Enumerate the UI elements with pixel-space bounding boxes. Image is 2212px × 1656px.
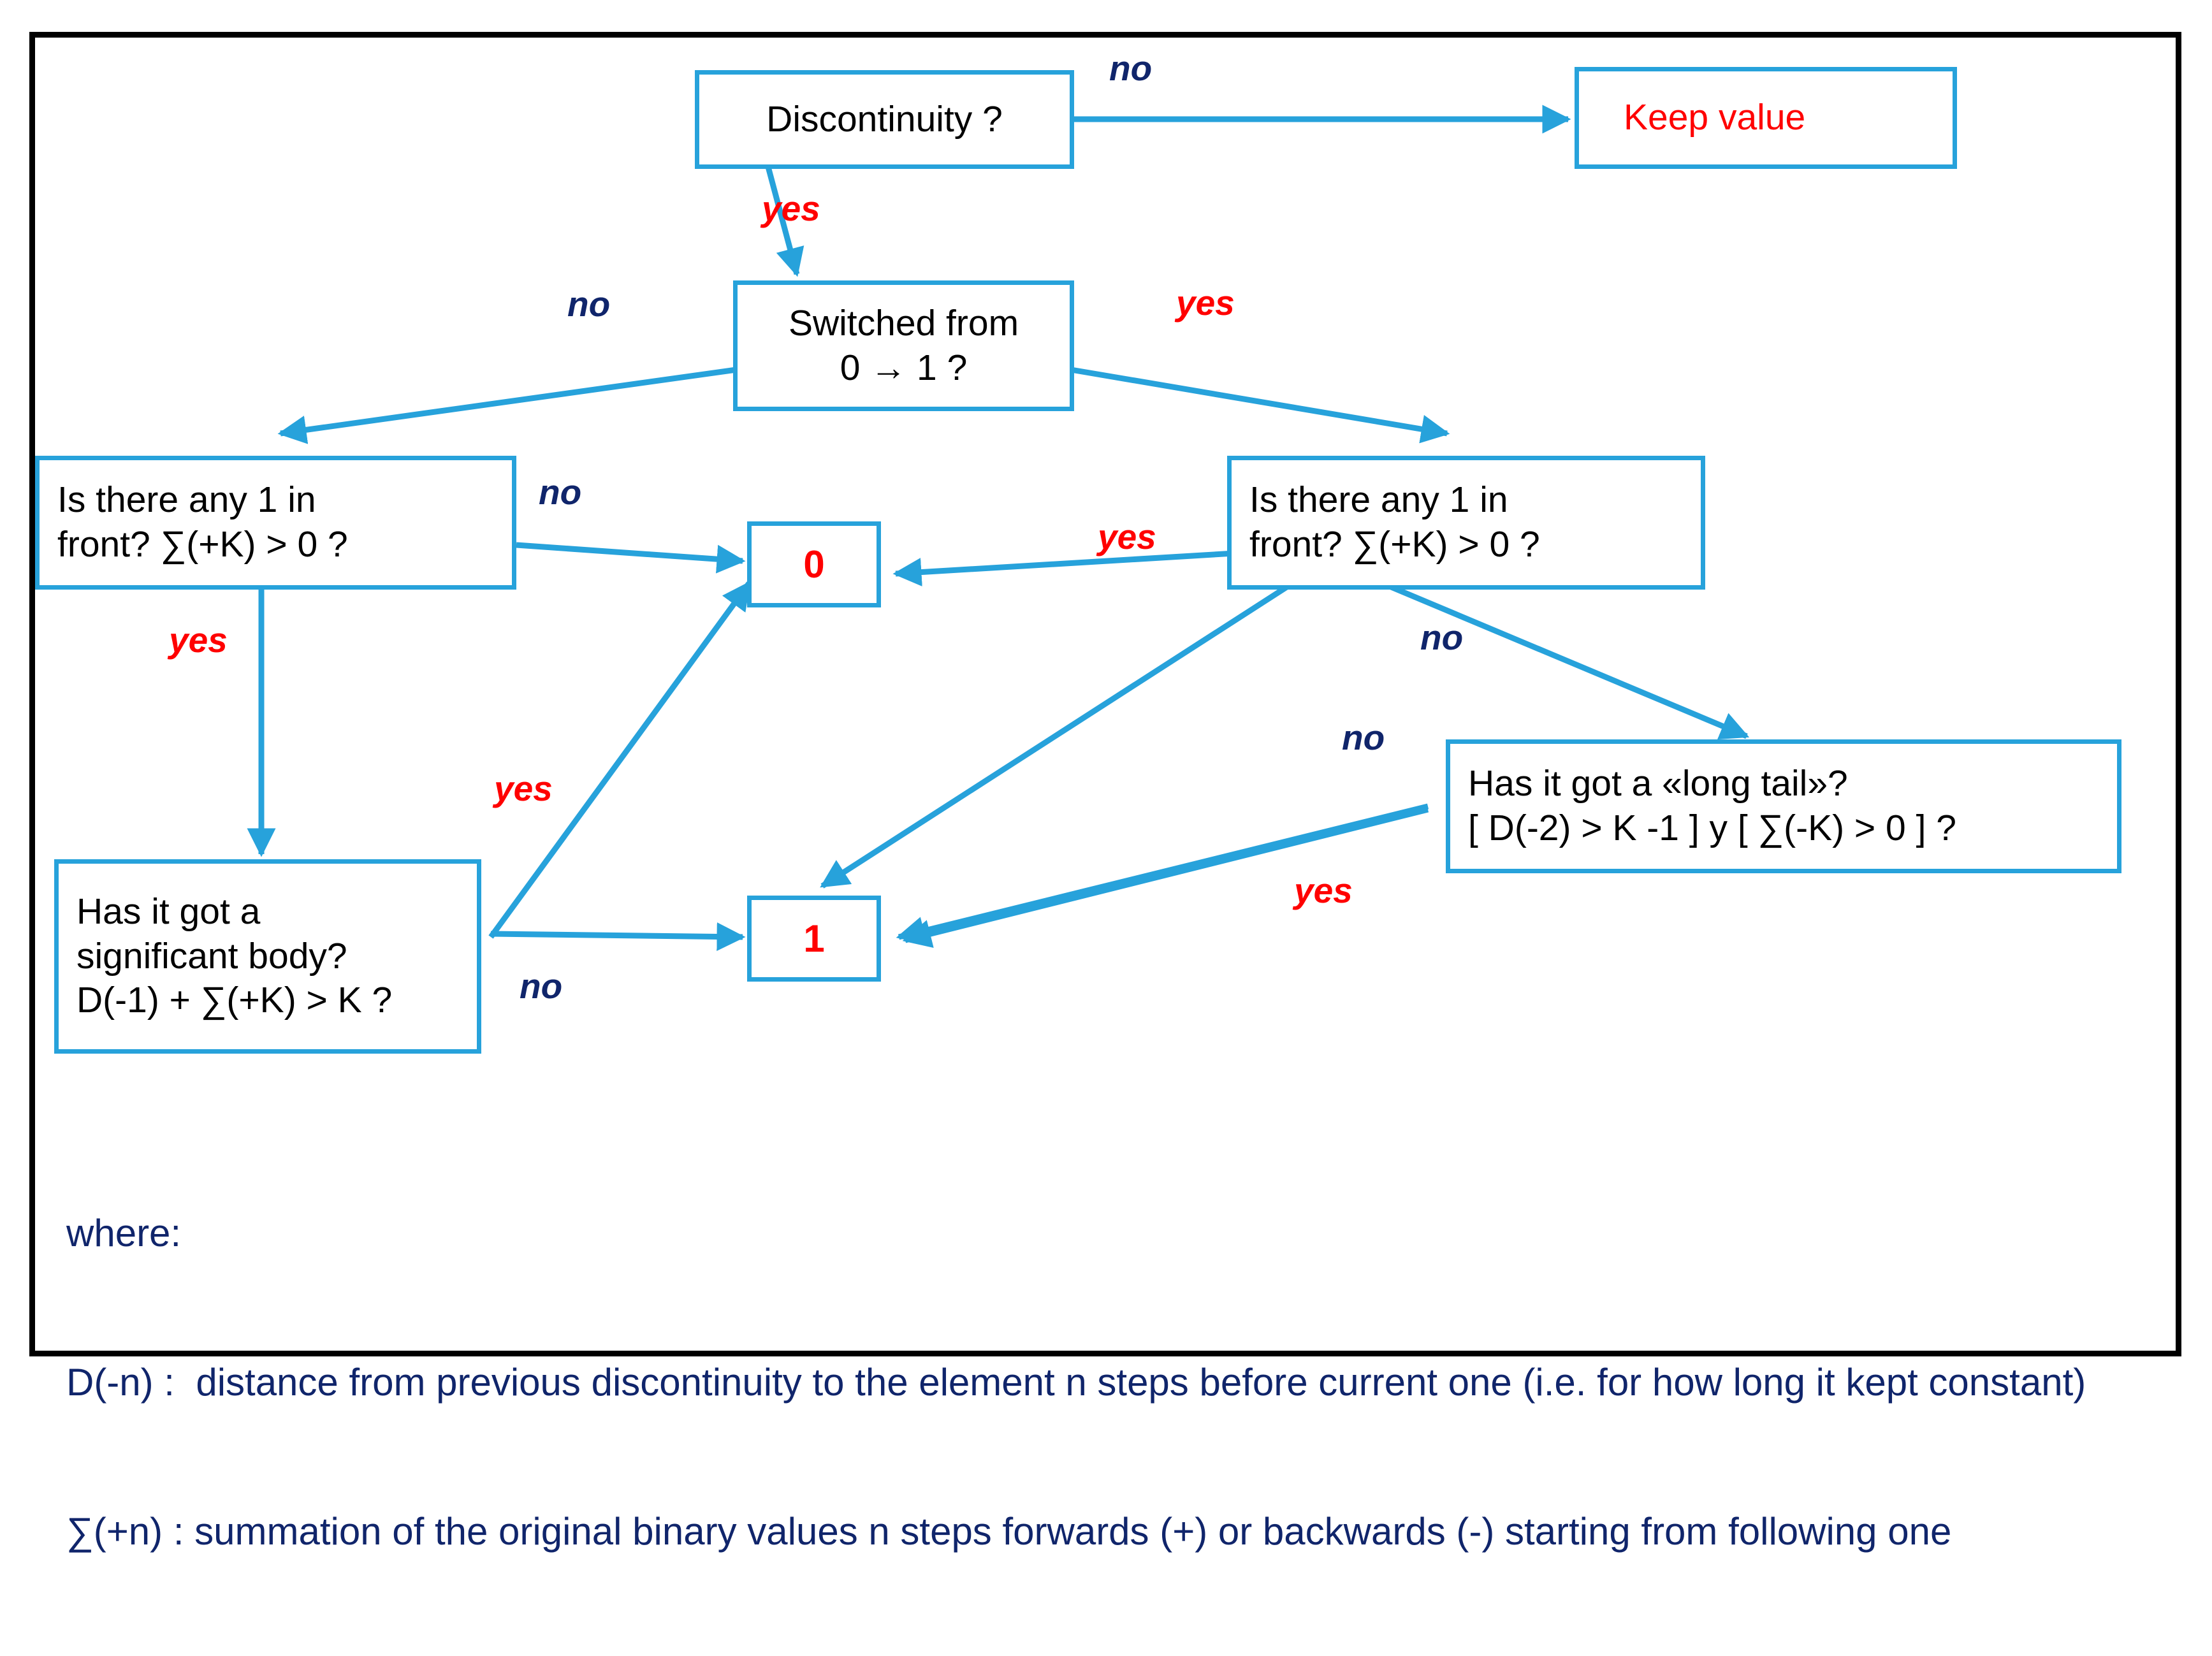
edge-label-yes-right-branch: yes [1176,283,1235,323]
edge-label-yes-body-one: yes [494,769,553,808]
node-discontinuity[interactable]: Discontinuity ? [695,70,1074,169]
node-switched[interactable]: Switched from 0 → 1 ? [733,280,1074,411]
node-output-zero[interactable]: 0 [747,521,881,607]
legend-line-dn: D(-n) : distance from previous discontin… [66,1361,2086,1404]
edge-label-no-tail-zero: no [1342,718,1385,757]
edge-label-yes-left-body: yes [169,620,228,660]
legend-line-sum: ∑(+n) : summation of the original binary… [66,1510,1952,1553]
legend-block: where: D(-n) : distance from previous di… [66,1109,2144,1656]
node-significant-body[interactable]: Has it got a significant body? D(-1) + ∑… [54,859,481,1054]
node-any-one-left[interactable]: Is there any 1 in front? ∑(+K) > 0 ? [35,456,516,590]
edge-label-no-left-zero: no [539,472,582,512]
edge-label-no-left-branch: no [567,284,611,324]
diagram-canvas: Discontinuity ? Keep value Switched from… [29,32,2181,1553]
node-keep-value[interactable]: Keep value [1575,67,1957,169]
node-long-tail[interactable]: Has it got a «long tail»? [ D(-2) > K -1… [1446,739,2121,873]
legend-heading: where: [66,1212,182,1254]
edge-label-yes-tail-one: yes [1294,871,1353,910]
edge-label-yes-right-zero: yes [1098,517,1156,556]
node-output-one[interactable]: 1 [747,896,881,982]
node-any-one-right[interactable]: Is there any 1 in front? ∑(+K) > 0 ? [1227,456,1705,590]
edge-label-no-body-one: no [520,966,563,1006]
edge-label-no-keep: no [1109,48,1153,88]
edge-label-no-right-tail: no [1420,618,1464,657]
edge-label-yes-switched: yes [762,189,820,228]
